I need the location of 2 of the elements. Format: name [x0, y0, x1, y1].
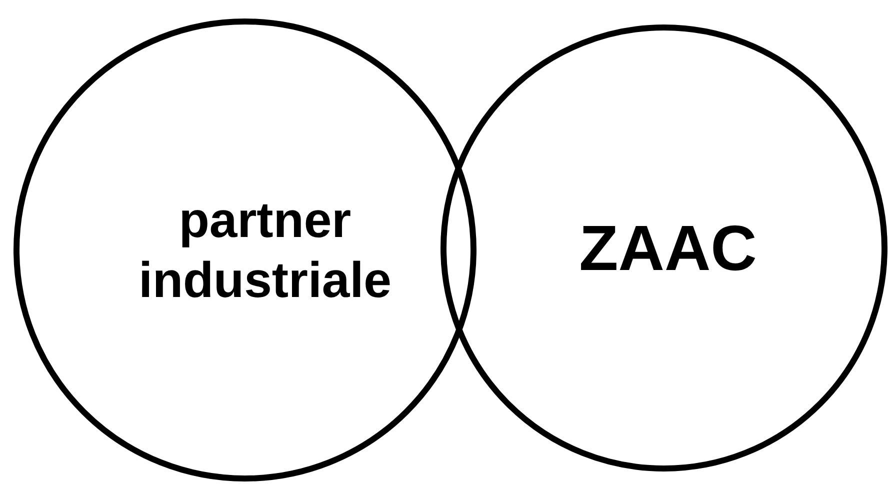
- circle-label: ZAAC: [579, 210, 757, 286]
- circle-label: partner industriale: [138, 191, 392, 310]
